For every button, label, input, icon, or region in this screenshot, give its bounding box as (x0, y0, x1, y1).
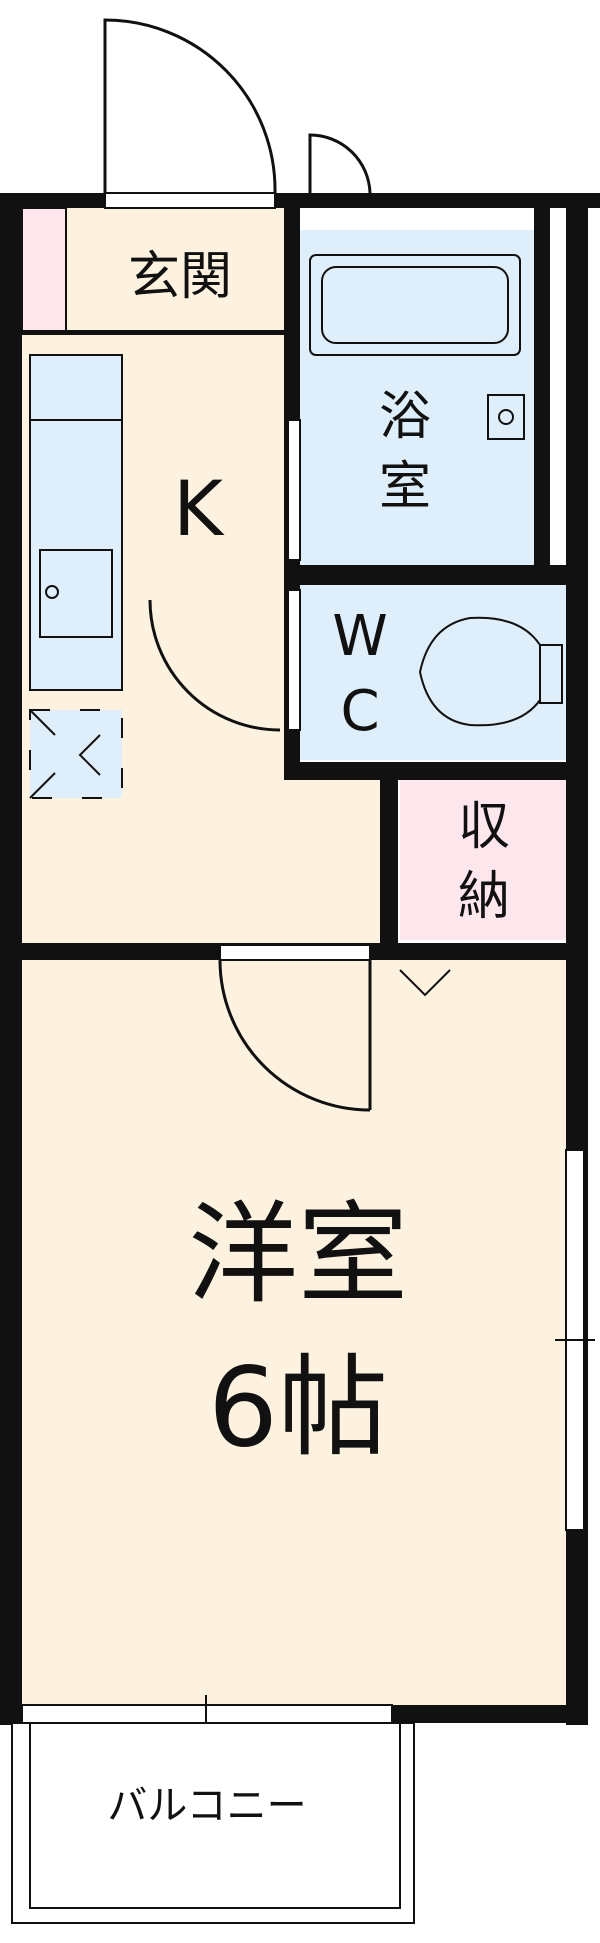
fridge-chevron-icon (78, 734, 101, 776)
entrance-door-frame (104, 192, 276, 209)
fridge-diagonal-a (29, 709, 56, 736)
western-room-floor (22, 960, 566, 1705)
entrance-pink-strip (21, 207, 67, 336)
wc-label-top: W (332, 604, 387, 669)
wc-sliding-door (287, 589, 301, 731)
sink-icon (39, 549, 113, 638)
balcony-inner (29, 1722, 401, 1909)
western-room-label: 洋室 (188, 1190, 408, 1318)
bathtub-inner (321, 266, 509, 344)
wc-door-arc (148, 599, 281, 732)
kitchen-label: K (173, 464, 225, 553)
entrance-label: 玄関 (128, 247, 232, 307)
bath-sliding-door (287, 419, 301, 561)
toilet-tank (539, 644, 563, 704)
entrance-door (103, 18, 277, 194)
storage-label-top: 収 (458, 797, 510, 857)
faucet-icon (487, 394, 525, 440)
storage-label-bottom: 納 (458, 867, 510, 927)
storage-floor (400, 780, 566, 940)
wc-floor (298, 585, 566, 760)
fridge-diagonal-b (29, 772, 56, 799)
kitchen-counter (29, 354, 123, 691)
faucet-knob (498, 409, 514, 425)
western-room-size-label: 6帖 (208, 1343, 388, 1471)
bath-label-bottom: 室 (379, 457, 431, 517)
bath-floor (298, 230, 534, 565)
entrance-floor (66, 208, 284, 335)
room-door-arc (218, 959, 371, 1112)
closet-door (308, 133, 372, 194)
toilet-icon (418, 616, 541, 727)
storage-door-marker (399, 969, 451, 997)
balcony-label: バルコニー (107, 1783, 306, 1829)
drain-icon (45, 585, 59, 599)
kitchen-lower-floor (22, 780, 382, 957)
wc-label-bottom: C (340, 679, 379, 744)
bathtub-icon (309, 254, 521, 356)
bath-label-top: 浴 (379, 387, 431, 447)
room-door-frame (219, 944, 371, 961)
